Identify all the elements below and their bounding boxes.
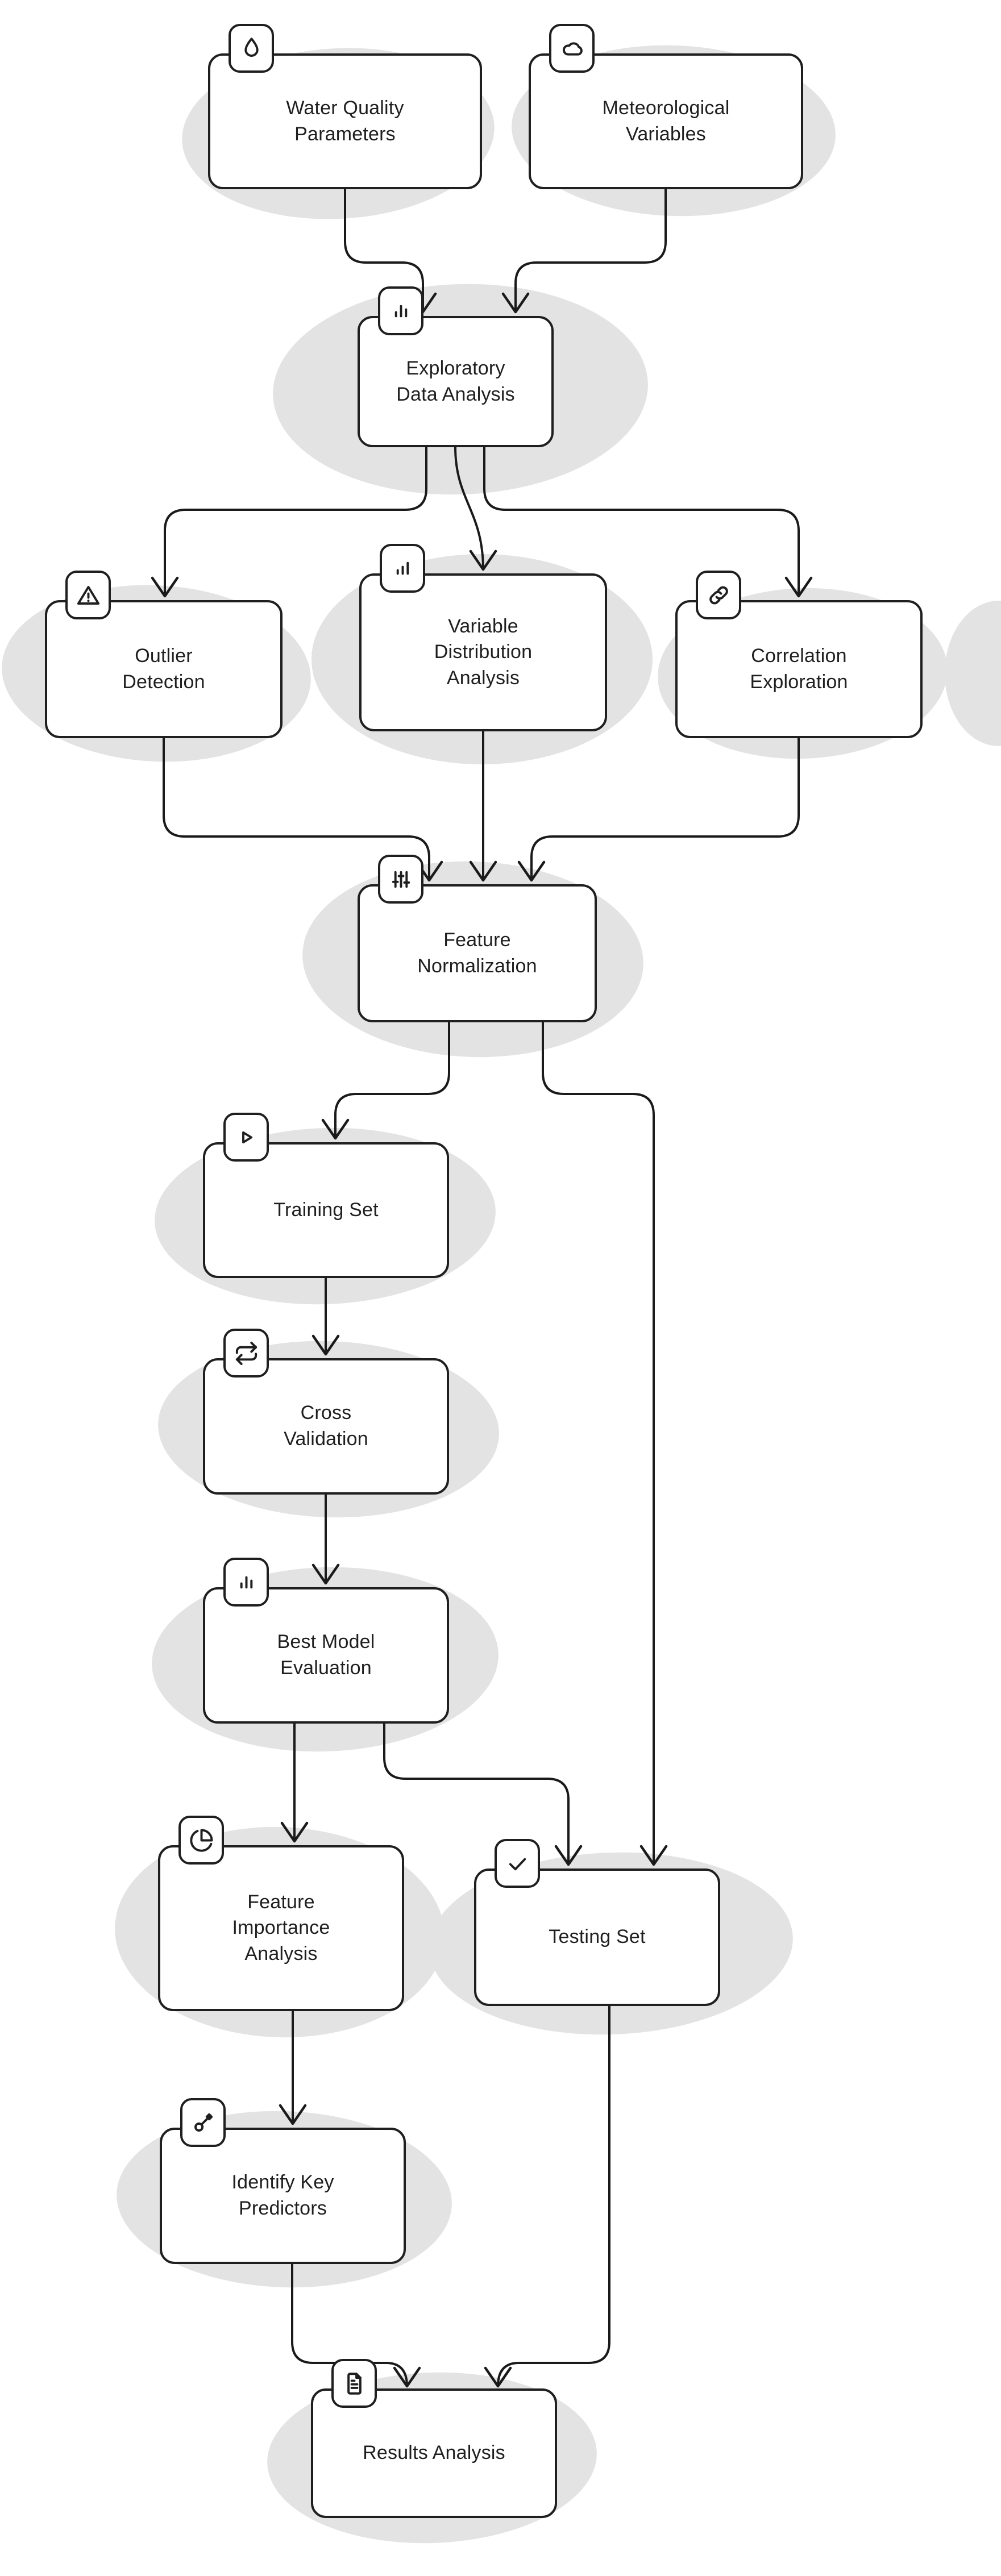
edge-best-model-to-testing-set bbox=[383, 1724, 583, 1866]
edge-normalization-to-testing-set bbox=[542, 1022, 668, 1866]
node-cross-validation: Cross Validation bbox=[203, 1329, 449, 1495]
node-label: Results Analysis bbox=[363, 2440, 505, 2466]
label-line: Best Model bbox=[277, 1631, 375, 1653]
label-line: Exploratory bbox=[406, 357, 505, 379]
node-testing-set: Testing Set bbox=[474, 1839, 720, 2006]
repeat-icon bbox=[223, 1329, 269, 1378]
label-line: Parameters bbox=[294, 123, 396, 145]
edge-water-quality-to-eda bbox=[344, 189, 437, 314]
droplet-icon bbox=[229, 24, 274, 73]
node-feature-importance-analysis: Feature Importance Analysis bbox=[158, 1816, 404, 2011]
check-icon bbox=[495, 1839, 540, 1888]
node-water-quality-parameters: Water Quality Parameters bbox=[208, 24, 482, 189]
node-correlation-exploration: Correlation Exploration bbox=[675, 571, 923, 738]
label-line: Data Analysis bbox=[396, 383, 515, 405]
node-results-analysis: Results Analysis bbox=[311, 2359, 557, 2518]
node-label: Correlation Exploration bbox=[750, 643, 848, 695]
node-label: Feature Importance Analysis bbox=[232, 1890, 330, 1967]
edge-testing-set-to-results bbox=[484, 2006, 610, 2388]
node-training-set: Training Set bbox=[203, 1113, 449, 1278]
warning-icon bbox=[65, 571, 111, 619]
label-line: Feature bbox=[443, 929, 511, 951]
edge-correlation-to-feature-normalization bbox=[517, 738, 800, 882]
node-label: Identify Key Predictors bbox=[231, 2170, 334, 2221]
label-line: Feature bbox=[247, 1891, 315, 1913]
node-variable-distribution-analysis: Variable Distribution Analysis bbox=[359, 544, 607, 731]
node-label: Cross Validation bbox=[284, 1400, 368, 1452]
label-line: Variables bbox=[625, 123, 706, 145]
node-label: Variable Distribution Analysis bbox=[434, 614, 532, 692]
node-label: Exploratory Data Analysis bbox=[396, 356, 515, 407]
label-line: Distribution bbox=[434, 641, 533, 663]
edges bbox=[151, 189, 813, 2388]
node-label: Outlier Detection bbox=[122, 643, 205, 695]
edge-key-predictors-to-results bbox=[291, 2264, 421, 2388]
label-line: Cross bbox=[300, 1402, 352, 1424]
label-line: Identify Key bbox=[231, 2171, 334, 2194]
link-icon bbox=[696, 571, 741, 619]
node-meteorological-variables: Meteorological Variables bbox=[529, 24, 803, 189]
label-line: Detection bbox=[122, 671, 205, 693]
label-line: Predictors bbox=[238, 2198, 327, 2219]
edge-eda-to-correlation-exploration bbox=[483, 447, 813, 598]
label-line: Outlier bbox=[135, 644, 193, 667]
node-label: Testing Set bbox=[549, 1924, 645, 1950]
edge-normalization-to-training-set bbox=[321, 1022, 450, 1140]
bar-chart-icon bbox=[378, 286, 423, 335]
document-icon bbox=[331, 2359, 377, 2408]
label-line: Analysis bbox=[446, 667, 520, 689]
label-line: Validation bbox=[284, 1428, 368, 1450]
edge-eda-to-outlier-detection bbox=[151, 447, 427, 598]
label-line: Importance bbox=[232, 1917, 330, 1939]
node-identify-key-predictors: Identify Key Predictors bbox=[160, 2098, 406, 2264]
node-label: Feature Normalization bbox=[417, 927, 537, 979]
sliders-icon bbox=[378, 855, 423, 904]
label-line: Water Quality bbox=[286, 97, 404, 119]
node-label: Water Quality Parameters bbox=[286, 95, 404, 147]
cloud-icon bbox=[549, 24, 595, 73]
label-line: Evaluation bbox=[280, 1657, 372, 1679]
bar-chart-icon bbox=[223, 1558, 269, 1607]
play-icon bbox=[223, 1113, 269, 1162]
node-label: Best Model Evaluation bbox=[277, 1629, 375, 1681]
node-label: Training Set bbox=[273, 1197, 378, 1224]
label-line: Correlation bbox=[751, 644, 847, 667]
edge-outlier-to-feature-normalization bbox=[163, 738, 443, 882]
label-line: Meteorological bbox=[602, 97, 730, 119]
label-line: Results Analysis bbox=[363, 2442, 505, 2464]
label-line: Testing Set bbox=[549, 1926, 646, 1948]
pie-chart-icon bbox=[178, 1816, 224, 1865]
node-outlier-detection: Outlier Detection bbox=[45, 571, 283, 738]
key-icon bbox=[180, 2098, 226, 2147]
bar-chart-ascending-icon bbox=[380, 544, 425, 593]
blob bbox=[945, 601, 1001, 746]
label-line: Variable bbox=[448, 615, 518, 637]
label-line: Training Set bbox=[273, 1198, 379, 1221]
node-feature-normalization: Feature Normalization bbox=[358, 855, 597, 1022]
label-line: Exploration bbox=[750, 671, 848, 693]
label-line: Analysis bbox=[244, 1942, 318, 1965]
node-label: Meteorological Variables bbox=[603, 95, 730, 147]
node-best-model-evaluation: Best Model Evaluation bbox=[203, 1558, 449, 1724]
label-line: Normalization bbox=[417, 955, 537, 977]
node-exploratory-data-analysis: Exploratory Data Analysis bbox=[358, 286, 554, 447]
edge-eda-to-variable-distribution bbox=[454, 447, 497, 571]
edge-meteorological-to-eda bbox=[501, 189, 667, 314]
